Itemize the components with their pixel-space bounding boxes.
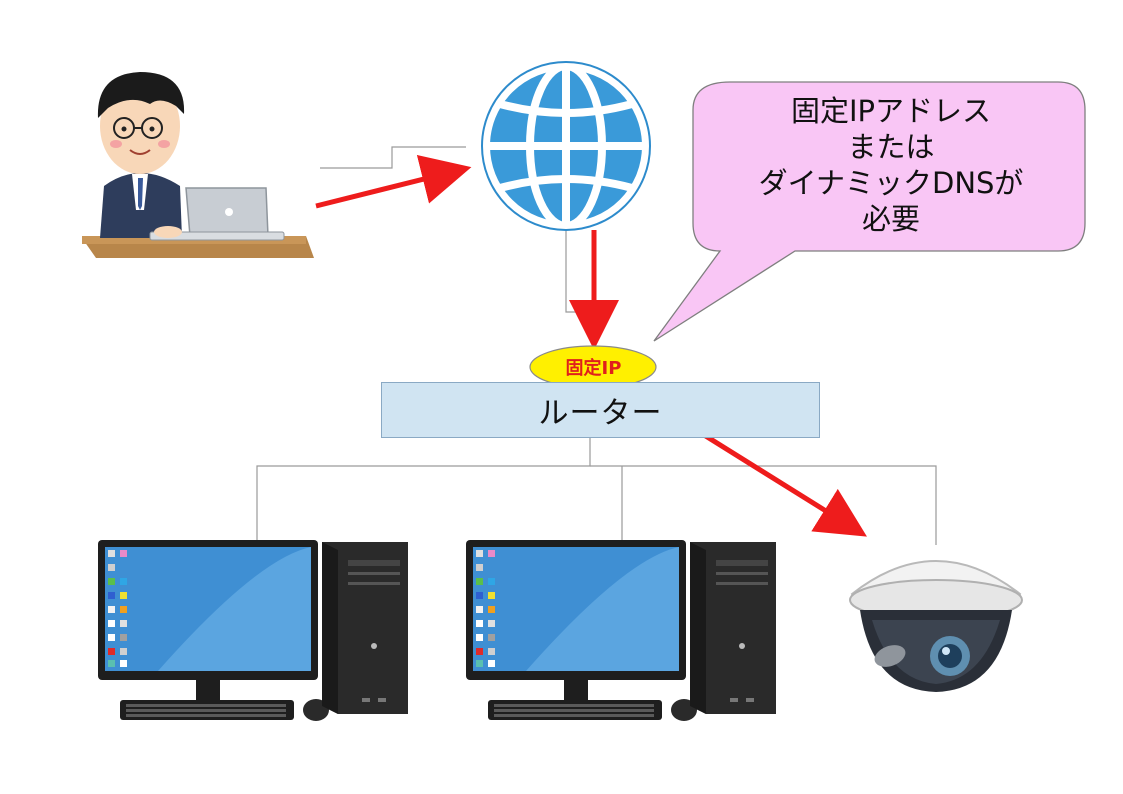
static-ip-label: 固定IP [565, 358, 622, 379]
connector-lines [256, 146, 937, 545]
callout-line: 固定IPアドレス [790, 94, 992, 128]
lan-bus-line [256, 438, 591, 540]
callout-line: ダイナミックDNSが [758, 166, 1024, 200]
speech-callout [653, 81, 1086, 342]
lan-camera-line [590, 465, 937, 545]
dome-camera-icon [849, 560, 1023, 692]
router-box: ルーター [381, 382, 820, 438]
globe-icon [481, 61, 651, 231]
callout-text: 固定IPアドレス または ダイナミックDNSが 必要 [712, 93, 1070, 237]
callout-line: 必要 [861, 202, 920, 236]
desktop-pc-icon [98, 540, 408, 721]
router-label: ルーター [538, 396, 663, 431]
desktop-pc-icon [466, 540, 776, 721]
internet-link-line [320, 146, 466, 169]
static-ip-badge: 固定IP [530, 346, 657, 388]
callout-line: または [847, 130, 935, 164]
arrow-user-to-internet [315, 155, 472, 209]
person-with-laptop-icon [82, 72, 314, 258]
